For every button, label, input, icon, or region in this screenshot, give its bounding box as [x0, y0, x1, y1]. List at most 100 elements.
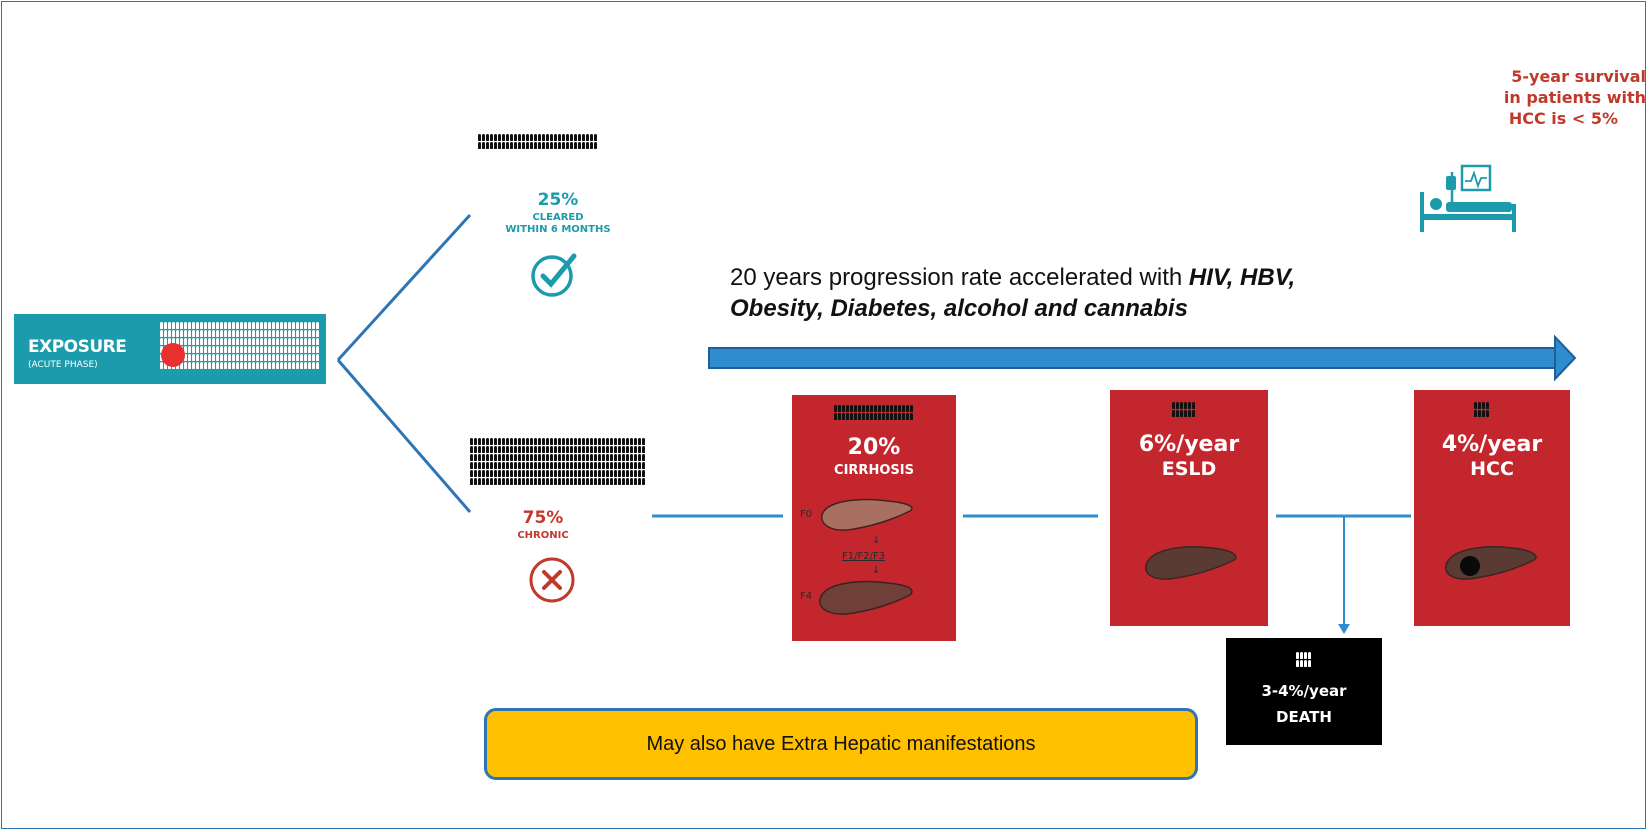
person-icon	[586, 142, 589, 149]
person-icon	[232, 338, 235, 345]
person-icon	[518, 438, 521, 445]
person-icon	[598, 446, 601, 453]
person-icon	[188, 338, 191, 345]
person-icon	[558, 446, 561, 453]
progression-arrowhead	[1554, 334, 1577, 382]
person-icon	[898, 405, 901, 412]
stage-f1-f3: F1/F2/F3	[842, 551, 886, 562]
progression-factors-2: Obesity, Diabetes, alcohol and cannabis	[730, 295, 1188, 322]
person-icon	[606, 454, 609, 461]
person-icon	[510, 438, 513, 445]
person-icon	[514, 446, 517, 453]
person-icon	[582, 438, 585, 445]
person-icon	[574, 478, 577, 485]
person-icon	[626, 446, 629, 453]
person-icon	[236, 330, 239, 337]
person-icon	[268, 354, 271, 361]
hospital-bed-icon	[1420, 164, 1516, 232]
person-icon	[1474, 410, 1477, 417]
person-icon	[846, 405, 849, 412]
person-icon	[910, 405, 913, 412]
person-icon	[208, 354, 211, 361]
person-icon	[498, 478, 501, 485]
person-icon	[618, 438, 621, 445]
person-icon	[248, 338, 251, 345]
person-icon	[176, 330, 179, 337]
person-icon	[574, 470, 577, 477]
person-icon	[264, 338, 267, 345]
person-icon	[522, 470, 525, 477]
person-icon	[200, 330, 203, 337]
person-icon	[172, 322, 175, 329]
person-icon	[550, 470, 553, 477]
person-icon	[244, 322, 247, 329]
person-icon	[502, 142, 505, 149]
person-icon	[554, 142, 557, 149]
person-icon	[224, 330, 227, 337]
person-icon	[586, 438, 589, 445]
person-icon	[538, 134, 541, 141]
person-icon	[866, 405, 869, 412]
person-icon	[172, 330, 175, 337]
person-icon	[200, 322, 203, 329]
person-icon	[590, 478, 593, 485]
person-icon	[272, 330, 275, 337]
person-icon	[228, 338, 231, 345]
person-icon	[208, 346, 211, 353]
person-icon	[626, 470, 629, 477]
person-icon	[566, 134, 569, 141]
cleared-label: CLEARED	[532, 212, 584, 223]
person-icon	[614, 454, 617, 461]
person-icon	[590, 454, 593, 461]
person-icon	[546, 470, 549, 477]
person-icon	[546, 478, 549, 485]
person-icon	[506, 438, 509, 445]
person-icon	[470, 462, 473, 469]
person-icon	[586, 134, 589, 141]
person-icon	[164, 338, 167, 345]
person-icon	[236, 354, 239, 361]
person-icon	[594, 462, 597, 469]
person-icon	[220, 346, 223, 353]
person-icon	[176, 322, 179, 329]
person-icon	[216, 354, 219, 361]
person-icon	[550, 454, 553, 461]
person-icon	[1304, 660, 1307, 667]
person-icon	[614, 462, 617, 469]
person-icon	[630, 470, 633, 477]
person-icon	[188, 354, 191, 361]
person-icon	[638, 470, 641, 477]
person-icon	[502, 446, 505, 453]
person-icon	[866, 413, 869, 420]
person-icon	[236, 346, 239, 353]
person-icon	[486, 462, 489, 469]
person-icon	[184, 362, 187, 369]
person-icon	[1486, 410, 1489, 417]
person-icon	[546, 142, 549, 149]
person-icon	[276, 338, 279, 345]
person-icon	[870, 405, 873, 412]
person-icon	[292, 362, 295, 369]
person-icon	[550, 446, 553, 453]
person-icon	[562, 142, 565, 149]
person-icon	[862, 413, 865, 420]
person-icon	[570, 470, 573, 477]
person-icon	[1296, 652, 1299, 659]
person-icon	[292, 346, 295, 353]
person-icon	[614, 478, 617, 485]
person-icon	[554, 438, 557, 445]
person-icon	[502, 470, 505, 477]
death-rate: 3-4%/year	[1261, 682, 1347, 700]
person-icon	[910, 413, 913, 420]
person-icon	[1188, 402, 1191, 409]
person-icon	[534, 462, 537, 469]
person-icon	[510, 454, 513, 461]
person-icon	[208, 362, 211, 369]
person-icon	[634, 470, 637, 477]
person-icon	[312, 330, 315, 337]
person-icon	[526, 462, 529, 469]
person-icon	[630, 438, 633, 445]
person-icon	[312, 338, 315, 345]
person-icon	[1304, 652, 1307, 659]
person-icon	[482, 438, 485, 445]
